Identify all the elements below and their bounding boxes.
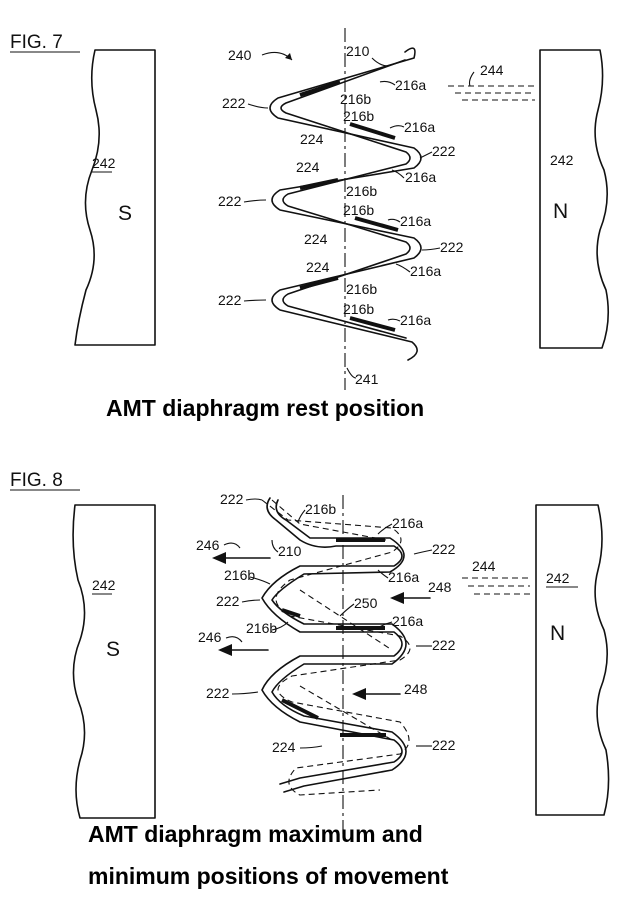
fig7-right-pole: N: [553, 200, 568, 223]
fig8-fold-4: 222: [432, 637, 456, 653]
fig7-216a-3: 216a: [405, 169, 436, 185]
fig7-216b-4: 216b: [343, 202, 374, 218]
fig8-displaced-ref: 250: [354, 595, 378, 611]
fig7-left-magnet: [74, 49, 156, 346]
fig8-fold-3: 222: [216, 593, 240, 609]
fig8-fold-5: 222: [206, 685, 230, 701]
fig7-left-pole: S: [118, 202, 132, 225]
fig8-fold-6: 222: [432, 737, 456, 753]
fig7-fold-5: 222: [218, 292, 242, 308]
fig7-diaphragm-ref: 240: [228, 47, 252, 63]
fig8-motion-left-ref-2: 246: [198, 629, 222, 645]
fig8-216b-2: 216b: [224, 567, 255, 583]
fig8-end-ref: 210: [278, 543, 302, 559]
fig7-216a-2: 216a: [404, 119, 435, 135]
fig8-web-ref: 224: [272, 739, 296, 755]
fig7-end-ref: 210: [346, 43, 370, 59]
fig7-216a-4: 216a: [400, 213, 431, 229]
fig7-label: FIG. 7: [10, 32, 63, 53]
fig8-motion-right-ref-2: 248: [404, 681, 428, 697]
fig8-motion-right-ref-1: 248: [428, 579, 452, 595]
fig8-field-lines-ref: 244: [472, 558, 496, 574]
fig8-displaced-diaphragm: [261, 499, 411, 796]
fig7-216b-5: 216b: [346, 281, 377, 297]
fig7-field-lines: [448, 85, 535, 101]
fig7-field-lines-ref: 244: [480, 62, 504, 78]
fig8-216b-1: 216b: [305, 501, 336, 517]
fig7-216a-6: 216a: [400, 312, 431, 328]
fig7-caption: AMT diaphragm rest position: [106, 395, 424, 421]
fig7-right-magnet-ref: 242: [550, 152, 574, 168]
fig7-fold-4: 222: [440, 239, 464, 255]
figure-7: FIG. 7 242 S 242 N 244 241: [10, 28, 610, 421]
fig8-left-pole: S: [106, 638, 120, 661]
fig8-216a-3: 216a: [392, 613, 423, 629]
fig8-216b-3: 216b: [246, 620, 277, 636]
fig7-216a-5: 216a: [410, 263, 441, 279]
fig8-216a-1: 216a: [392, 515, 423, 531]
fig7-216b-1: 216b: [340, 91, 371, 107]
fig7-web-2: 224: [296, 159, 320, 175]
fig7-fold-3: 222: [218, 193, 242, 209]
figure-8: FIG. 8 242 S 242 N 244: [10, 470, 610, 889]
fig8-caption-line1: AMT diaphragm maximum and: [88, 821, 423, 847]
fig8-fold-2: 222: [432, 541, 456, 557]
fig8-216a-2: 216a: [388, 569, 419, 585]
fig8-right-magnet: [535, 504, 610, 816]
fig8-field-lines: [462, 577, 530, 595]
fig8-motion-left-ref-1: 246: [196, 537, 220, 553]
fig7-axis-ref: 241: [355, 371, 379, 387]
fig8-label: FIG. 8: [10, 470, 63, 491]
fig7-web-1: 224: [300, 131, 324, 147]
fig7-216b-6: 216b: [343, 301, 374, 317]
fig8-right-magnet-ref: 242: [546, 570, 570, 586]
fig8-motion-arrows: [212, 552, 431, 700]
fig7-right-magnet: [539, 49, 610, 349]
fig7-216b-3: 216b: [346, 183, 377, 199]
fig7-web-3: 224: [304, 231, 328, 247]
fig7-web-4: 224: [306, 259, 330, 275]
fig7-216a-1: 216a: [395, 77, 426, 93]
fig7-diaphragm: [269, 47, 422, 361]
fig7-left-magnet-ref: 242: [92, 155, 116, 171]
fig7-fold-1: 222: [222, 95, 246, 111]
fig8-caption-line2: minimum positions of movement: [88, 863, 449, 889]
fig8-right-pole: N: [550, 622, 565, 645]
fig8-fold-1: 222: [220, 491, 244, 507]
fig7-fold-2: 222: [432, 143, 456, 159]
fig8-left-magnet-ref: 242: [92, 577, 116, 593]
fig8-left-magnet: [72, 504, 156, 819]
fig7-216b-2: 216b: [343, 108, 374, 124]
fig8-diaphragm: [261, 497, 407, 793]
